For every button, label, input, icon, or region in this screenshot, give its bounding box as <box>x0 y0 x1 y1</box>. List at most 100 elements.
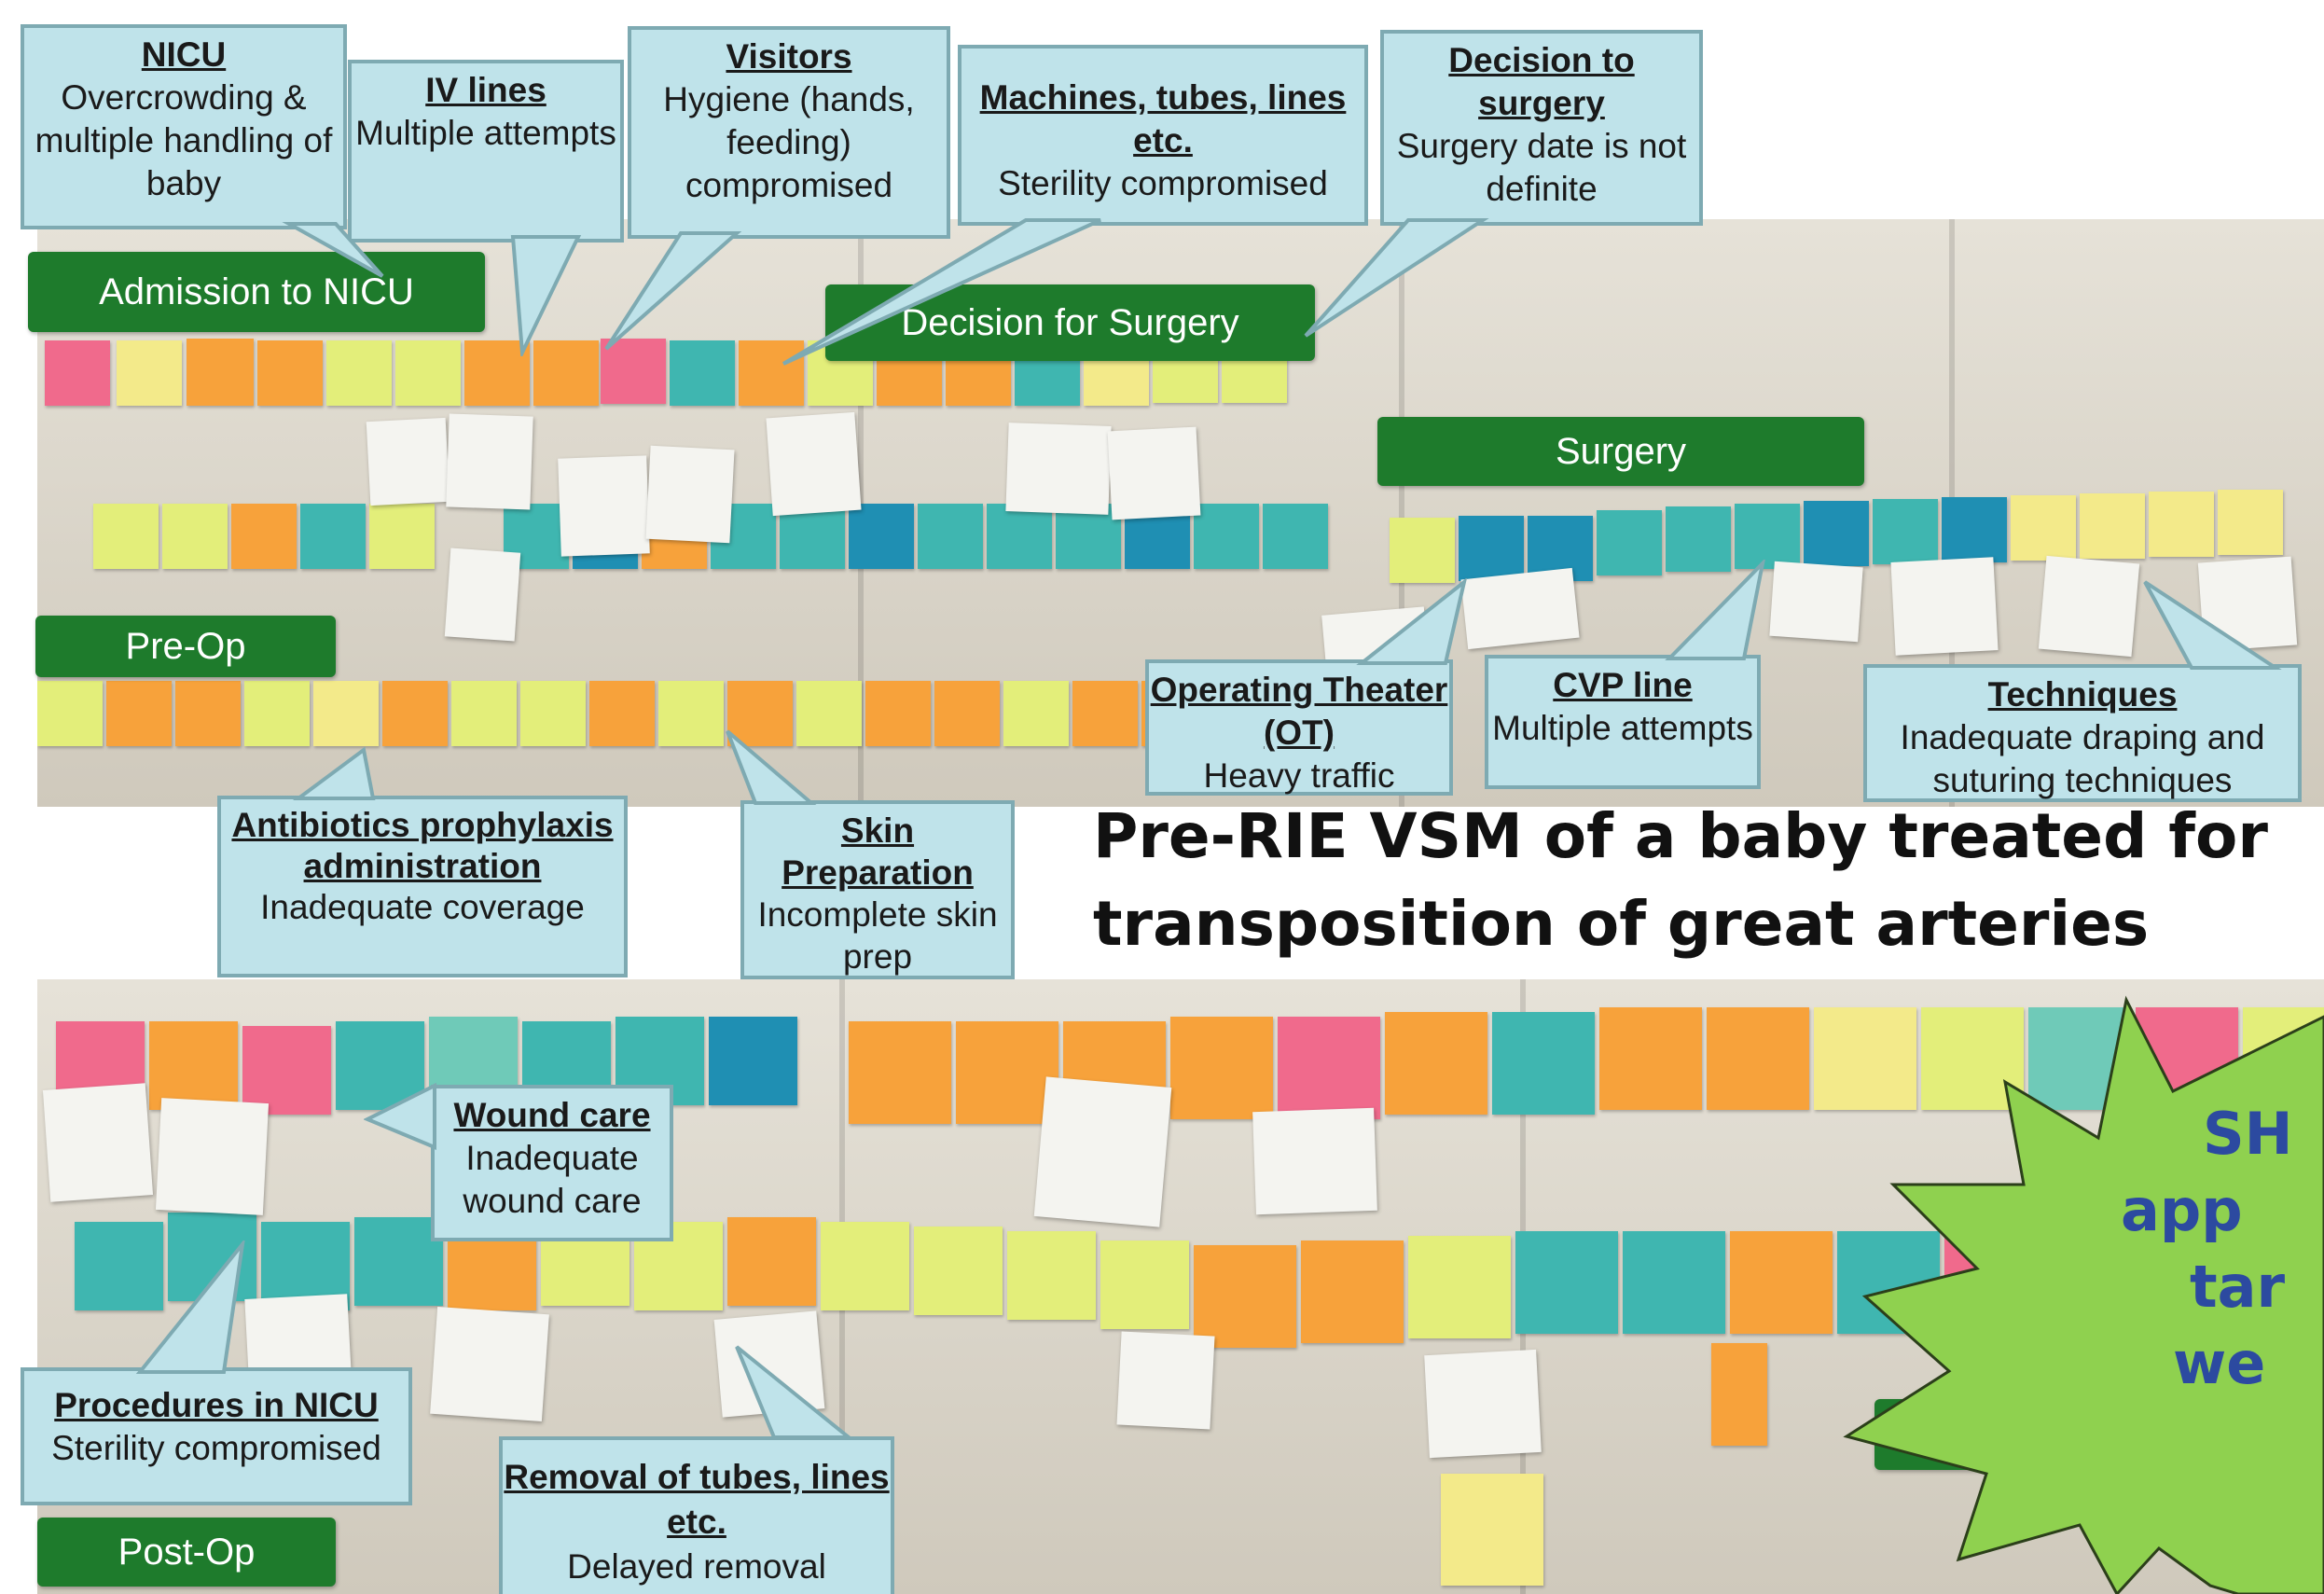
sticky-note <box>739 340 804 406</box>
sticky-note <box>93 504 159 569</box>
sticky-note <box>821 1222 909 1310</box>
sticky-note <box>1599 1007 1702 1110</box>
starburst-shape <box>1843 995 2324 1594</box>
sticky-note <box>1597 510 1662 575</box>
handwritten-paper <box>1033 1076 1172 1227</box>
sticky-note <box>914 1227 1003 1315</box>
callout-decision-to-surgery: Decision to surgery Surgery date is not … <box>1380 30 1703 226</box>
callout-tail <box>135 1241 245 1374</box>
callout-heading: Operating Theater (OT) <box>1150 671 1448 752</box>
sticky-note <box>1056 504 1121 569</box>
sticky-note <box>242 1026 331 1115</box>
handwritten-paper <box>155 1098 270 1215</box>
handwritten-paper <box>1116 1331 1215 1430</box>
callout-heading: Skin Preparation <box>782 811 974 892</box>
callout-techniques: Techniques Inadequate draping and suturi… <box>1863 664 2302 802</box>
sticky-note <box>1492 1012 1595 1115</box>
sticky-note <box>162 504 228 569</box>
sticky-note <box>601 339 666 404</box>
callout-heading: IV lines <box>425 71 546 109</box>
sticky-note <box>727 1217 816 1306</box>
sticky-note <box>1100 1241 1189 1329</box>
handwritten-paper <box>1890 557 1999 656</box>
sticky-note <box>1263 504 1328 569</box>
starburst-line-4: we <box>2173 1329 2266 1397</box>
callout-tail <box>292 746 376 800</box>
handwritten-paper <box>766 411 862 517</box>
sticky-note <box>1515 1231 1618 1334</box>
sticky-note <box>727 681 793 746</box>
sticky-note <box>313 681 379 746</box>
sticky-note <box>2218 490 2283 555</box>
callout-heading: Procedures in NICU <box>54 1386 379 1424</box>
handwritten-paper <box>366 417 450 506</box>
handwritten-paper <box>645 445 735 544</box>
sticky-note <box>934 681 1000 746</box>
sticky-note <box>865 681 931 746</box>
callout-body: Multiple attempts <box>355 114 616 152</box>
callout-body: Multiple attempts <box>1492 709 1753 747</box>
sticky-note <box>106 681 172 746</box>
sticky-note <box>117 340 182 406</box>
sticky-note <box>1707 1007 1809 1110</box>
sticky-note <box>37 681 103 746</box>
callout-tail <box>1665 560 1765 660</box>
sticky-note <box>1385 1012 1487 1115</box>
handwritten-paper <box>444 548 521 642</box>
handwritten-paper <box>1769 561 1863 643</box>
sticky-note <box>520 681 586 746</box>
stage-admission-to-nicu: Admission to NICU <box>28 252 485 332</box>
handwritten-paper <box>42 1083 154 1202</box>
callout-iv-lines: IV lines Multiple attempts <box>348 60 624 243</box>
handwritten-paper <box>430 1306 549 1422</box>
sticky-note <box>369 504 435 569</box>
page-title: Pre-RIE VSM of a baby treated for transp… <box>1093 793 2268 968</box>
callout-heading: Techniques <box>1987 675 2178 714</box>
sticky-note <box>2011 495 2076 561</box>
callout-visitors: Visitors Hygiene (hands, feeding) compro… <box>628 26 950 239</box>
sticky-note <box>1666 506 1731 572</box>
handwritten-paper <box>1005 423 1112 515</box>
title-line-1: Pre-RIE VSM of a baby treated for <box>1093 800 2268 872</box>
callout-body: Surgery date is not definite <box>1396 127 1687 208</box>
sticky-note <box>1194 504 1259 569</box>
callout-heading: NICU <box>141 35 227 74</box>
sticky-note <box>1814 1007 1916 1110</box>
sticky-note <box>918 504 983 569</box>
sticky-note <box>1623 1231 1725 1334</box>
sticky-note <box>326 340 392 406</box>
sticky-note <box>464 340 530 406</box>
starburst-line-3: tar <box>2190 1253 2286 1321</box>
sticky-note <box>2149 492 2214 557</box>
callout-removal-of-tubes: Removal of tubes, lines etc. Delayed rem… <box>499 1436 894 1594</box>
sticky-note <box>1072 681 1138 746</box>
sticky-note <box>956 1021 1058 1124</box>
sticky-note <box>1711 1343 1767 1446</box>
callout-tail <box>726 729 817 805</box>
callout-nicu: NICU Overcrowding & multiple handling of… <box>21 24 347 229</box>
handwritten-paper <box>446 413 533 510</box>
callout-tail <box>604 231 742 351</box>
sticky-note <box>354 1217 443 1306</box>
callout-heading: Wound care <box>453 1096 651 1134</box>
stage-decision-for-surgery: Decision for Surgery <box>825 284 1315 361</box>
starburst-line-1: SH <box>2203 1100 2293 1168</box>
sticky-note <box>1390 518 1455 583</box>
sticky-note <box>2080 493 2145 559</box>
handwritten-paper <box>558 455 650 557</box>
sticky-note <box>1942 497 2007 562</box>
sticky-note <box>300 504 366 569</box>
sticky-note <box>451 681 517 746</box>
callout-procedures-in-nicu: Procedures in NICU Sterility compromised <box>21 1367 412 1505</box>
sticky-note <box>709 1017 797 1105</box>
callout-tail <box>2143 580 2282 670</box>
stage-pre-op: Pre-Op <box>35 616 336 677</box>
callout-body: Inadequate coverage <box>260 888 585 926</box>
callout-body: Sterility compromised <box>51 1429 381 1467</box>
sticky-note <box>175 681 241 746</box>
callout-tail <box>510 235 582 356</box>
sticky-note <box>382 681 448 746</box>
sticky-note <box>1007 1231 1096 1320</box>
sticky-note <box>75 1222 163 1310</box>
callout-antibiotics: Antibiotics prophylaxis administration I… <box>217 796 628 977</box>
